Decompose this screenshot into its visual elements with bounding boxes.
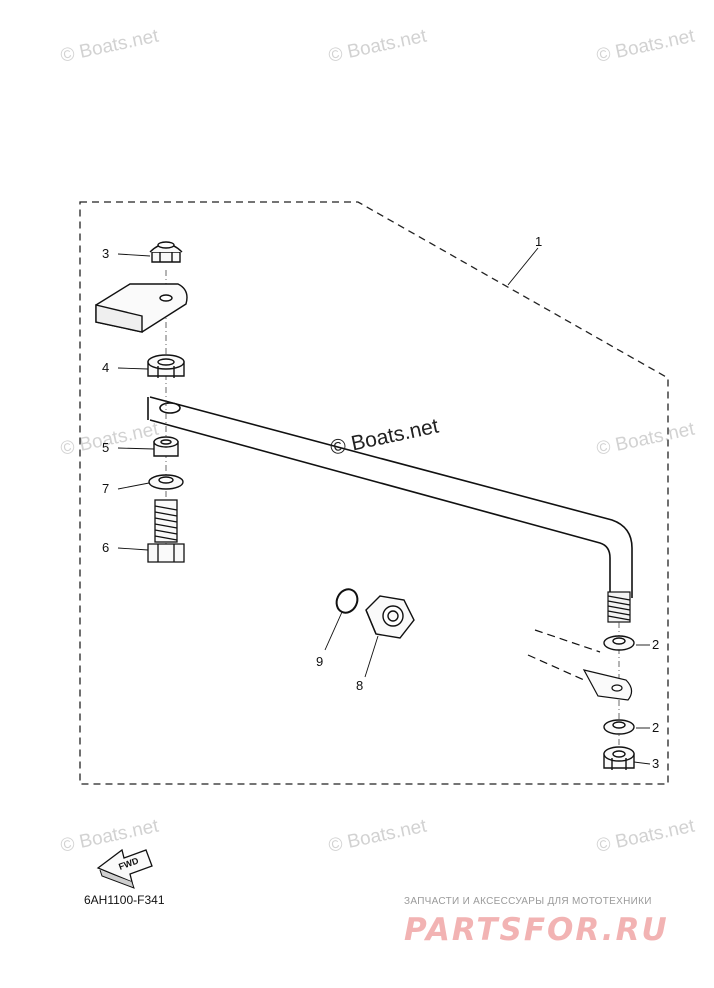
callout-labels: 1 3 4 5 7 6 2 2 3 9 8 xyxy=(102,234,659,771)
watermark-top-left: © Boats.net xyxy=(59,26,161,67)
nut-part-4 xyxy=(147,354,185,378)
washer-part-7 xyxy=(148,474,184,490)
washer-part-2-upper xyxy=(603,635,635,651)
spacer-part-5 xyxy=(153,436,179,457)
watermark-bottom-center: © Boats.net xyxy=(327,816,429,857)
steering-arm xyxy=(527,629,633,701)
callout-7: 7 xyxy=(102,481,109,496)
partsfor-tagline: ЗАПЧАСТИ И АКСЕССУАРЫ ДЛЯ МОТОТЕХНИКИ xyxy=(404,896,652,907)
callout-8: 8 xyxy=(356,678,363,693)
watermark-mid-right: © Boats.net xyxy=(595,419,697,460)
nut-part-3-bottom xyxy=(603,746,635,770)
callout-2-lower: 2 xyxy=(652,720,659,735)
rod-threaded-end xyxy=(607,591,631,623)
diagram-code: 6AH1100-F341 xyxy=(84,893,165,907)
nut-part-3-top xyxy=(149,241,183,263)
bolt-part-6 xyxy=(147,499,185,563)
callout-3-bottom: 3 xyxy=(652,756,659,771)
leader-lines xyxy=(117,247,651,765)
washer-part-2-lower xyxy=(603,719,635,735)
steering-link-rod xyxy=(147,396,633,598)
watermark-top-center: © Boats.net xyxy=(327,26,429,67)
nut-part-8 xyxy=(365,595,415,639)
fwd-arrow-icon: FWD xyxy=(96,848,153,889)
callout-1: 1 xyxy=(535,234,542,249)
callout-6: 6 xyxy=(102,540,109,555)
bracket-plate xyxy=(95,283,188,333)
assembly-boundary xyxy=(79,201,669,785)
callout-5: 5 xyxy=(102,440,109,455)
callout-3-top: 3 xyxy=(102,246,109,261)
watermark-top-right: © Boats.net xyxy=(595,26,697,67)
callout-2-upper: 2 xyxy=(652,637,659,652)
callout-9: 9 xyxy=(316,654,323,669)
callout-4: 4 xyxy=(102,360,109,375)
watermark-center: © Boats.net xyxy=(328,414,441,459)
partsfor-logo: PARTSFOR.RU xyxy=(404,912,669,948)
watermark-bottom-right: © Boats.net xyxy=(595,816,697,857)
watermark-mid-left: © Boats.net xyxy=(59,419,161,460)
o-ring-part-9 xyxy=(335,588,359,614)
